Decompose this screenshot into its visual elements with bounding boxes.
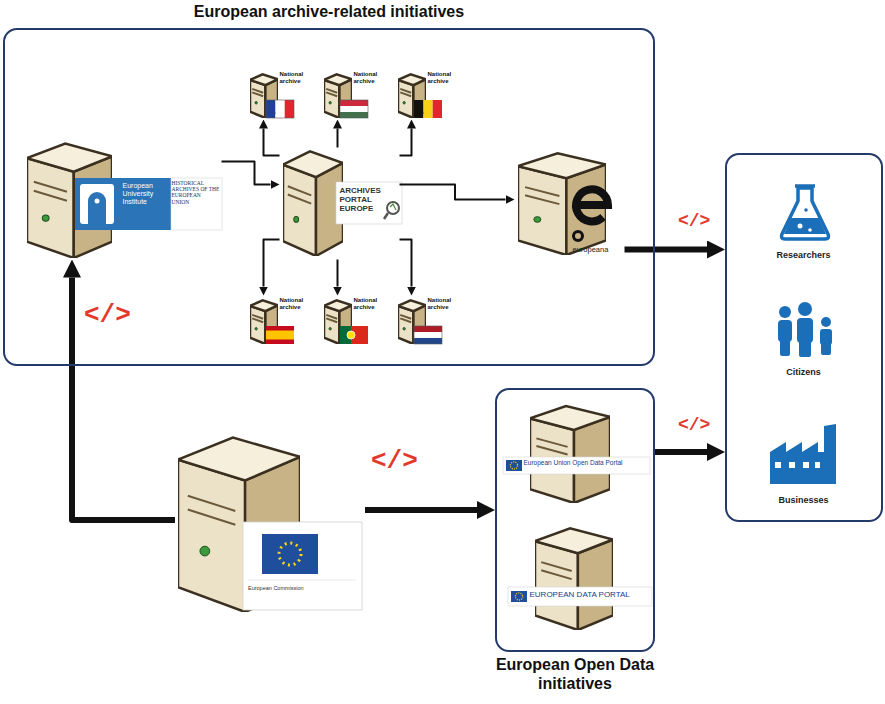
data-flow-arrow	[222, 162, 271, 185]
portal-logo	[336, 182, 402, 224]
server-node: europeana	[515, 148, 625, 266]
node-label: National archive	[428, 71, 458, 85]
flag-belgium	[414, 100, 442, 118]
flag-hungary	[340, 100, 368, 118]
server-node: EUROPEAN DATA PORTAL	[500, 520, 652, 635]
flask-icon	[781, 186, 828, 239]
server-node: European University InstituteHISTORICAL …	[25, 140, 222, 260]
node-label: Researchers	[735, 250, 873, 261]
server-icon	[530, 406, 610, 503]
group-box: European Open Data initiativesEuropean U…	[495, 388, 655, 652]
factory-icon	[770, 424, 836, 484]
node-label: European Union Open Data Portal	[524, 459, 648, 467]
node-label: European University Institute	[123, 182, 169, 207]
node-label: Citizens	[735, 367, 873, 378]
flag-portugal	[340, 326, 368, 344]
server-node: National archive	[398, 70, 460, 120]
data-flow-arrow	[400, 129, 412, 156]
server-node: European Union Open Data Portal	[500, 400, 652, 510]
server-node: European Commission	[175, 430, 365, 615]
data-flow-arrow	[337, 129, 339, 148]
server-node: Citizens	[735, 305, 873, 387]
node-label: European Commission	[248, 585, 310, 591]
node-label: HISTORICAL ARCHIVES OF THE EUROPEAN UNIO…	[172, 180, 220, 206]
server-icon	[27, 144, 112, 258]
institute-logo	[75, 178, 222, 230]
flag-spain	[266, 326, 294, 344]
node-label: Businesses	[735, 495, 873, 506]
code-tag: </>	[678, 212, 710, 230]
commission-logo	[243, 522, 362, 610]
people-icon	[778, 302, 832, 357]
node-label: National archive	[280, 297, 310, 311]
server-node: National archive	[324, 70, 386, 120]
code-tag: </>	[371, 448, 418, 474]
node-label: National archive	[354, 297, 384, 311]
data-flow-arrow	[625, 247, 708, 253]
server-node: National archive	[250, 296, 312, 346]
node-label: National archive	[354, 71, 384, 85]
data-flow-arrow	[400, 185, 506, 200]
code-tag: </>	[678, 416, 710, 434]
server-icon	[398, 74, 426, 118]
group-heading: European Open Data initiatives	[485, 656, 665, 694]
code-tag: </>	[84, 302, 131, 328]
data-flow-arrow	[655, 449, 707, 455]
server-node: National archive	[250, 70, 312, 120]
server-node: National archive	[398, 296, 460, 346]
node-label: europeana	[573, 246, 623, 255]
group-heading: European archive-related initiatives	[5, 3, 653, 22]
node-label: National archive	[428, 297, 458, 311]
server-node: Businesses	[735, 425, 873, 513]
server-node: ARCHIVES PORTAL EUROPE	[280, 148, 400, 260]
server-icon	[250, 74, 278, 118]
data-flow-arrow	[337, 260, 339, 287]
data-portal-banner	[508, 587, 652, 606]
flag-netherlands	[414, 326, 442, 344]
node-label: EUROPEAN DATA PORTAL	[530, 590, 650, 599]
data-flow-arrow	[264, 129, 280, 156]
data-flow-arrow	[400, 240, 412, 287]
group-box: ResearchersCitizensBusinesses	[725, 153, 883, 522]
node-label: National archive	[280, 71, 310, 85]
server-node: National archive	[324, 296, 386, 346]
server-icon	[283, 151, 343, 256]
data-flow-arrow	[72, 278, 175, 521]
open-data-banner	[503, 457, 650, 474]
data-flow-arrow	[264, 240, 280, 287]
flag-france	[266, 100, 294, 118]
data-flow-arrow	[365, 507, 477, 513]
server-icon	[535, 528, 613, 630]
europeana-logo	[574, 189, 609, 240]
server-node: Researchers	[735, 200, 873, 270]
node-label: ARCHIVES PORTAL EUROPE	[340, 186, 386, 214]
